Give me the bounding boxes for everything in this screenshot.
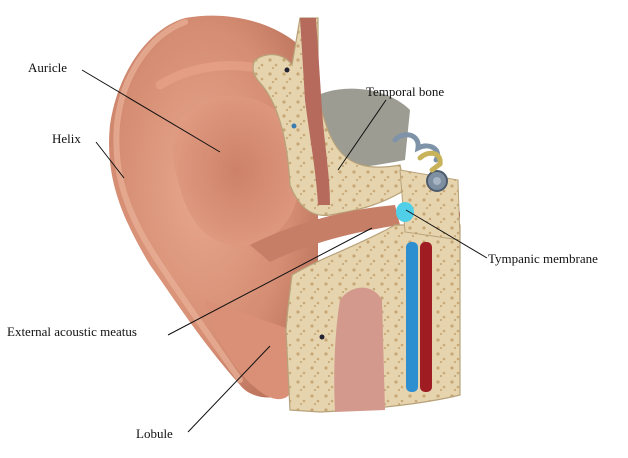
label-tympanic-membrane: Tympanic membrane	[488, 251, 598, 266]
leader-tympanic-membrane	[405, 209, 488, 259]
helix-rim	[113, 19, 243, 383]
dura-region	[318, 88, 410, 170]
cochlea-inner	[433, 177, 441, 185]
temporal-bone-section	[252, 17, 406, 216]
nerve-dot	[284, 67, 290, 73]
temporalis-muscle	[300, 18, 330, 205]
leader-lobule	[187, 345, 271, 433]
carotid-artery	[420, 242, 432, 392]
label-auricle: Auricle	[28, 60, 67, 75]
internal-jugular-vein	[406, 242, 418, 392]
label-helix: Helix	[52, 131, 81, 146]
ear-canal	[250, 205, 400, 262]
leader-auricle	[81, 69, 221, 153]
leader-temporal-bone	[337, 99, 387, 171]
leader-meatus	[167, 227, 373, 336]
soft-tissue	[334, 287, 385, 412]
leader-helix	[95, 141, 125, 179]
nerve-dot	[291, 123, 297, 129]
ossicles	[417, 150, 443, 173]
tympanic-membrane-shape	[396, 202, 414, 222]
concha	[172, 96, 300, 246]
lobule-shape	[205, 300, 292, 400]
nerve-dot	[319, 334, 325, 340]
label-lobule: Lobule	[136, 426, 173, 441]
label-temporal-bone: Temporal bone	[366, 84, 445, 99]
label-external-acoustic-meatus: External acoustic meatus	[7, 324, 137, 339]
